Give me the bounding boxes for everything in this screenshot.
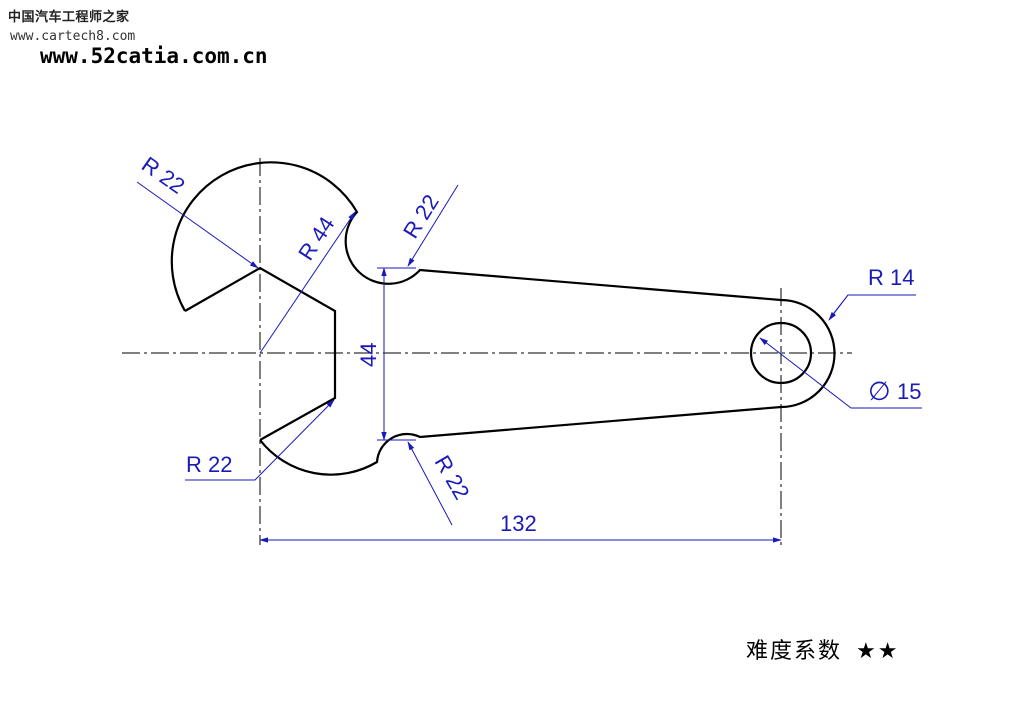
difficulty-label: 难度系数 — [746, 639, 843, 664]
dim-44: 44 — [356, 343, 381, 367]
difficulty-rating: 难度系数 ★★ — [746, 633, 899, 665]
watermark-url-cartech8: www.cartech8.com — [10, 29, 136, 44]
dimension-lines — [136, 181, 922, 543]
leader-r14 — [829, 294, 916, 319]
dim-r22-top-neck: R 22 — [398, 190, 444, 243]
hole-circle — [749, 321, 813, 385]
leader-r22-top-left — [136, 181, 259, 269]
leader-r22-bottom-neck — [407, 441, 453, 526]
dim-132: 132 — [500, 511, 537, 536]
watermark-site-name: 中国汽车工程师之家 — [8, 10, 130, 25]
leader-r22-top-neck — [407, 184, 459, 267]
center-lines — [122, 158, 852, 545]
leader-dia15 — [759, 337, 922, 409]
wrench-upper-profile — [170, 161, 836, 476]
leader-r44 — [259, 211, 356, 354]
dim-r44: R 44 — [293, 212, 339, 265]
dim-r22-bottom-left: R 22 — [186, 452, 232, 477]
dim-dia-symbol: ∅ — [868, 376, 891, 406]
jaw-opening — [184, 266, 337, 441]
wrench-outline — [170, 161, 836, 476]
watermark-url-52catia: www.52catia.com.cn — [40, 44, 268, 68]
dim-r14: R 14 — [868, 265, 914, 290]
leader-r22-bottom-left — [185, 399, 335, 481]
dim-dia15: 15 — [897, 379, 921, 404]
dim-r22-top-left: R 22 — [137, 152, 189, 199]
arrow-r14 — [828, 294, 849, 321]
difficulty-stars: ★★ — [856, 639, 900, 664]
dimension-texts: R 22 R 44 R 22 R 14 ∅ 15 44 R 22 R 22 13… — [137, 152, 921, 536]
